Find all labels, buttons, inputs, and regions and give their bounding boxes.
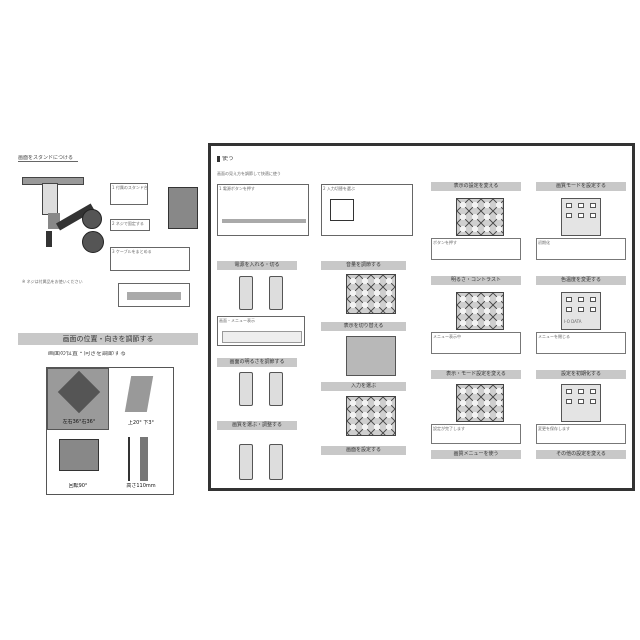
stand-diagram bbox=[22, 173, 104, 253]
title-picture-menu: 画質メニューを使う bbox=[431, 450, 521, 459]
brand-label: I-O DATA bbox=[564, 319, 582, 324]
title-display-settings: 表示の設定を変える bbox=[431, 182, 521, 191]
height-cell: 高さ110mm bbox=[110, 431, 172, 493]
height-label: 高さ110mm bbox=[126, 483, 156, 489]
note-text: ※ ネジは付属品をお使いください bbox=[22, 279, 83, 284]
title-mode-settings: 表示・モード設定を変える bbox=[431, 370, 521, 379]
title-picture-mode: 画質モードを設定する bbox=[536, 182, 626, 191]
power-remotes bbox=[231, 276, 291, 316]
tilt-label: 上20° 下3° bbox=[127, 420, 155, 426]
corner-title: 使う bbox=[217, 156, 234, 162]
step-box-2: 2 ネジで固定する bbox=[110, 219, 150, 231]
note-3-text: 設定が完了します bbox=[433, 426, 465, 431]
right-page: 使う 画面の見え方を調節して快適に使う 1 電源ボタンを押す 電源を入れる・切る… bbox=[208, 143, 635, 491]
swivel-cell: 左右36°右36° bbox=[47, 368, 109, 430]
step-3-text: 3 ケーブルをまとめる bbox=[112, 249, 152, 254]
note-5: メニューを閉じる bbox=[536, 332, 626, 354]
note-2: メニュー表示中 bbox=[431, 332, 521, 354]
section-screen-settings: 画面を設定する bbox=[321, 446, 406, 455]
step-panel-2: 2 入力切替を選ぶ bbox=[321, 184, 413, 236]
volume-screen bbox=[346, 274, 396, 314]
note-2-text: メニュー表示中 bbox=[433, 334, 461, 339]
step-panel-2-text: 2 入力切替を選ぶ bbox=[323, 186, 355, 191]
note-1: ボタンを押す bbox=[431, 238, 521, 260]
step-panel-1-text: 1 電源ボタンを押す bbox=[219, 186, 255, 191]
note-3: 設定が完了します bbox=[431, 424, 521, 444]
intro-text: 画面の見え方を調節して快適に使う bbox=[217, 171, 281, 176]
section-display: 表示を切り替える bbox=[321, 322, 406, 331]
note-1-text: ボタンを押す bbox=[433, 240, 457, 245]
adjust-grid: 左右36°右36° 上20° 下3° 回転90° 高さ110mm bbox=[46, 367, 174, 495]
section-volume: 音量を調節する bbox=[321, 261, 406, 270]
title-color-temp: 色温度を変更する bbox=[536, 276, 626, 285]
left-header: 画面をスタンドにつける bbox=[18, 155, 78, 162]
step-box-1: 1 付属のスタンド台座を取り付ける bbox=[110, 183, 148, 205]
input-screen bbox=[346, 396, 396, 436]
step-2-text: 2 ネジで固定する bbox=[112, 221, 144, 226]
section-power: 電源を入れる・切る bbox=[217, 261, 297, 270]
section-input: 入力を選ぶ bbox=[321, 382, 406, 391]
swivel-label: 左右36°右36° bbox=[62, 419, 96, 425]
screw-detail bbox=[168, 187, 198, 229]
tilt-cell: 上20° 下3° bbox=[110, 368, 172, 430]
note-diagram bbox=[118, 283, 190, 307]
tab-label: 画面・メニュー表示 bbox=[219, 318, 255, 323]
note-6: 変更を保存します bbox=[536, 424, 626, 444]
brightness-remotes bbox=[231, 372, 291, 412]
left-page: 画面をスタンドにつける 1 付属のスタンド台座を取り付ける 2 ネジで固定する … bbox=[18, 155, 198, 495]
reset-keypad bbox=[561, 384, 601, 422]
note-4: 初期化 bbox=[536, 238, 626, 260]
step-box-3: 3 ケーブルをまとめる bbox=[110, 247, 190, 271]
note-4-text: 初期化 bbox=[538, 240, 550, 245]
section-picture: 画質を選ぶ・調整する bbox=[217, 421, 297, 430]
color-temp-keypad: I-O DATA bbox=[561, 292, 601, 330]
title-brightness-contrast: 明るさ・コントラスト bbox=[431, 276, 521, 285]
tab-panel: 画面・メニュー表示 bbox=[217, 316, 305, 346]
adjust-title: 画面の位置・向きを調節する bbox=[18, 333, 198, 345]
section-brightness: 画面の明るさを調節する bbox=[217, 358, 297, 367]
step-panel-1: 1 電源ボタンを押す bbox=[217, 184, 309, 236]
mode-settings-screen bbox=[456, 384, 504, 422]
title-other-settings: その他の設定を変える bbox=[536, 450, 626, 459]
display-settings-screen bbox=[456, 198, 504, 236]
picture-remotes bbox=[231, 436, 291, 486]
picture-mode-keypad bbox=[561, 198, 601, 236]
brightness-contrast-screen bbox=[456, 292, 504, 330]
title-reset: 設定を初期化する bbox=[536, 370, 626, 379]
note-6-text: 変更を保存します bbox=[538, 426, 570, 431]
step-1-text: 1 付属のスタンド台座を取り付ける bbox=[112, 185, 147, 190]
display-screen bbox=[346, 336, 396, 376]
adjust-subtitle: 画面の位置・向きを調節する bbox=[48, 351, 127, 357]
note-5-text: メニューを閉じる bbox=[538, 334, 570, 339]
pivot-label: 回転90° bbox=[68, 483, 88, 489]
pivot-cell: 回転90° bbox=[47, 431, 109, 493]
